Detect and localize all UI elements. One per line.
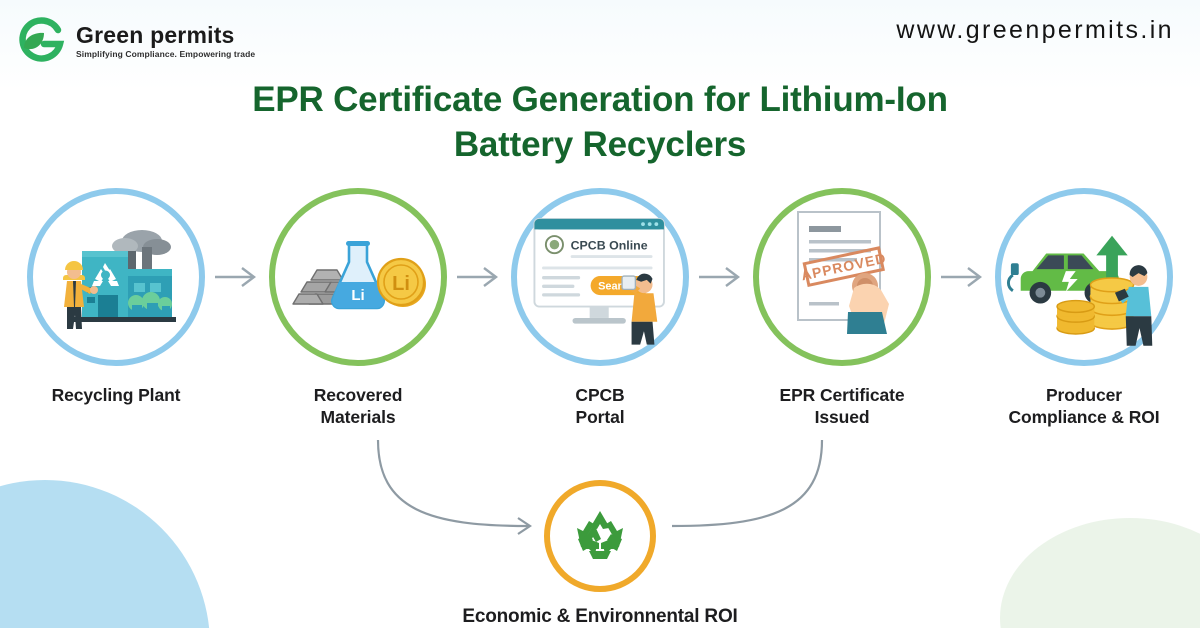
step-label-line-2: Portal — [575, 407, 625, 428]
step-icon-ring — [995, 188, 1173, 366]
arrow-right-icon — [941, 267, 982, 287]
flow-step-epr-certificate-issued[interactable]: APPROVED EPR Certificate Issued — [747, 188, 937, 429]
cpcb-portal-monitor-icon: CPCB Online Search — [533, 217, 665, 345]
flow-arrow-3 — [695, 188, 747, 366]
flow-step-recycling-plant[interactable]: Recycling Plant — [21, 188, 211, 406]
step-label: Producer Compliance & ROI — [1008, 384, 1159, 429]
arrow-right-icon — [457, 267, 498, 287]
step-label-line-1: Recycling Plant — [51, 385, 181, 405]
brand-tagline: Simplifying Compliance. Empowering trade — [76, 48, 256, 59]
page-title-line-2: Battery Recyclers — [453, 124, 747, 164]
step-label-line-1: EPR Certificate — [779, 385, 905, 405]
coin-element-label: Li — [392, 273, 410, 295]
brand-name: Green permits — [76, 21, 235, 48]
step-icon-ring — [27, 188, 205, 366]
window-dots — [641, 222, 659, 227]
process-flow: Recycling Plant — [0, 188, 1200, 438]
step-label-line-2: Compliance & ROI — [1008, 407, 1160, 428]
flask-element-label: Li — [351, 287, 364, 304]
step-label: CPCB Portal — [575, 384, 624, 429]
coin-stacks — [1056, 276, 1135, 335]
brand-logo[interactable]: Green permits Simplifying Compliance. Em… — [14, 14, 255, 68]
flow-arrow-1 — [211, 188, 263, 366]
flow-step-producer-compliance-roi[interactable]: Producer Compliance & ROI — [989, 188, 1179, 429]
step-icon-ring: APPROVED — [753, 188, 931, 366]
step-label-line-1: Recovered — [313, 385, 403, 405]
flow-arrow-2 — [453, 188, 505, 366]
arrow-right-icon — [699, 267, 740, 287]
recovered-materials-icon: Li Li — [292, 241, 426, 310]
step-label-line-2: Materials — [320, 407, 396, 428]
user-figure — [621, 273, 658, 345]
step-icon-ring: Li Li — [269, 188, 447, 366]
certificate-approved-stamp-icon: APPROVED — [797, 211, 889, 334]
step-label-line-2: Issued — [814, 407, 870, 428]
website-url[interactable]: www.greenpermits.in — [896, 16, 1174, 44]
flow-step-recovered-materials[interactable]: Li Li Recovered Materials — [263, 188, 453, 429]
step-label: Recovered Materials — [314, 384, 403, 429]
step-label-line-1: CPCB — [575, 385, 625, 405]
recycling-plant-icon — [63, 230, 176, 329]
step-label: EPR Certificate Issued — [780, 384, 905, 429]
recycle-symbol-icon — [577, 511, 623, 559]
connector-left-arrowhead — [517, 517, 532, 535]
outcome-icon-ring — [544, 480, 656, 592]
arrow-right-icon — [215, 267, 256, 287]
connector-left — [376, 439, 529, 528]
step-label: Recycling Plant — [52, 384, 181, 406]
connector-right — [671, 439, 824, 528]
branch-connectors — [376, 439, 824, 535]
portal-screen-title: CPCB Online — [571, 238, 648, 252]
step-label-line-1: Producer — [1045, 385, 1122, 405]
outcome-node[interactable]: Economic & Environnental ROI — [0, 480, 1200, 628]
page-title-line-1: EPR Certificate Generation for Lithium-I… — [252, 80, 948, 119]
outcome-label: Economic & Environnental ROI — [462, 606, 738, 627]
lithium-coin: Li — [376, 257, 426, 307]
electric-car-coins-growth-icon — [1006, 235, 1153, 346]
green-permits-leaf-g-logo-icon — [14, 14, 68, 68]
page-title: EPR Certificate Generation for Lithium-I… — [0, 78, 1200, 168]
growth-arrow — [1096, 235, 1128, 285]
step-icon-ring: CPCB Online Search — [511, 188, 689, 366]
flow-step-cpcb-portal[interactable]: CPCB Online Search — [505, 188, 695, 429]
flow-arrow-4 — [937, 188, 989, 366]
background-top-tint — [0, 0, 1200, 90]
worker-figure — [63, 261, 98, 329]
stamping-hand — [847, 273, 889, 334]
person-figure — [1114, 264, 1153, 346]
